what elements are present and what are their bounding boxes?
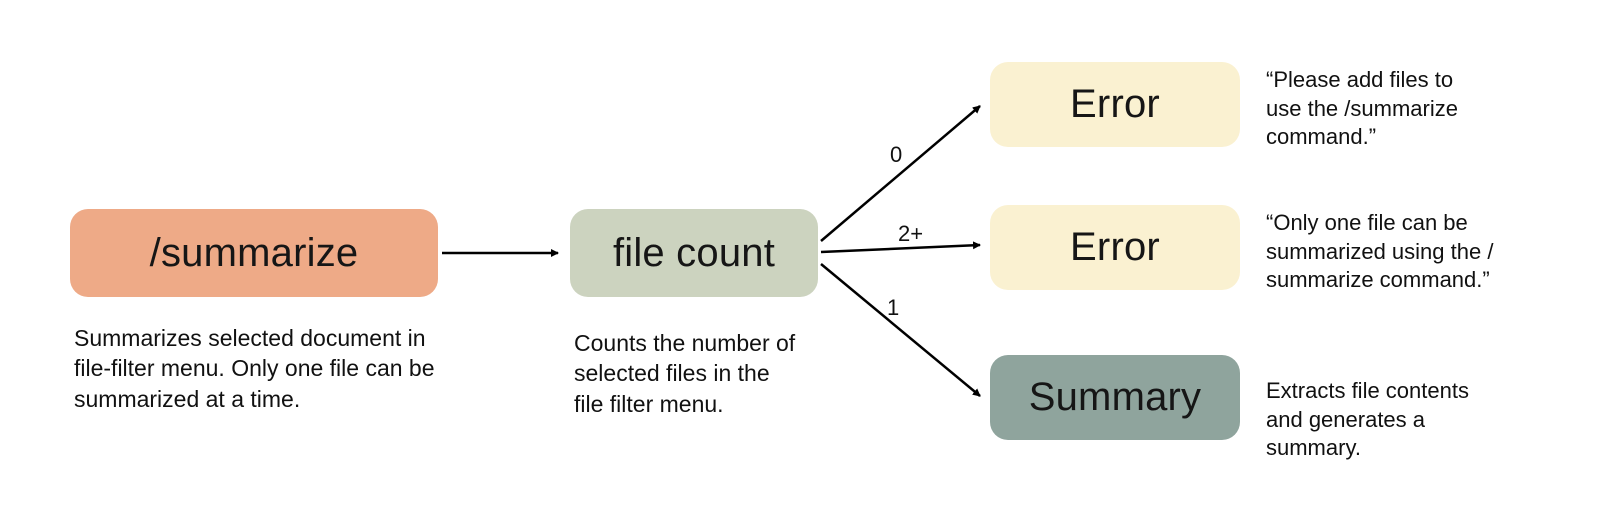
edge-filecount-to-summary <box>820 263 981 397</box>
node-file-count-label: file count <box>612 230 776 275</box>
caption-summarize: Summarizes selected document in file-fil… <box>74 325 435 412</box>
caption-file-count: Counts the number of selected files in t… <box>574 330 796 417</box>
node-file-count: file count <box>570 209 818 297</box>
node-summary-label: Summary <box>1028 375 1202 419</box>
node-error-many-label: Error <box>1070 225 1160 269</box>
node-error-many-files: Error <box>990 205 1240 290</box>
edge-label-two-plus: 2+ <box>898 221 924 246</box>
note-error-zero: “Please add files to use the /summarize … <box>1266 67 1458 150</box>
node-summary-output: Summary <box>990 355 1240 440</box>
edge-label-one: 1 <box>887 295 900 320</box>
node-summarize-command: /summarize <box>70 209 438 297</box>
note-error-many: “Only one file can be summarized using t… <box>1266 210 1494 293</box>
node-error-zero-label: Error <box>1070 82 1160 126</box>
node-summarize-label: /summarize <box>149 230 359 275</box>
edge-label-zero: 0 <box>890 142 903 167</box>
node-error-zero-files: Error <box>990 62 1240 147</box>
note-summary: Extracts file contents and generates a s… <box>1266 378 1469 461</box>
